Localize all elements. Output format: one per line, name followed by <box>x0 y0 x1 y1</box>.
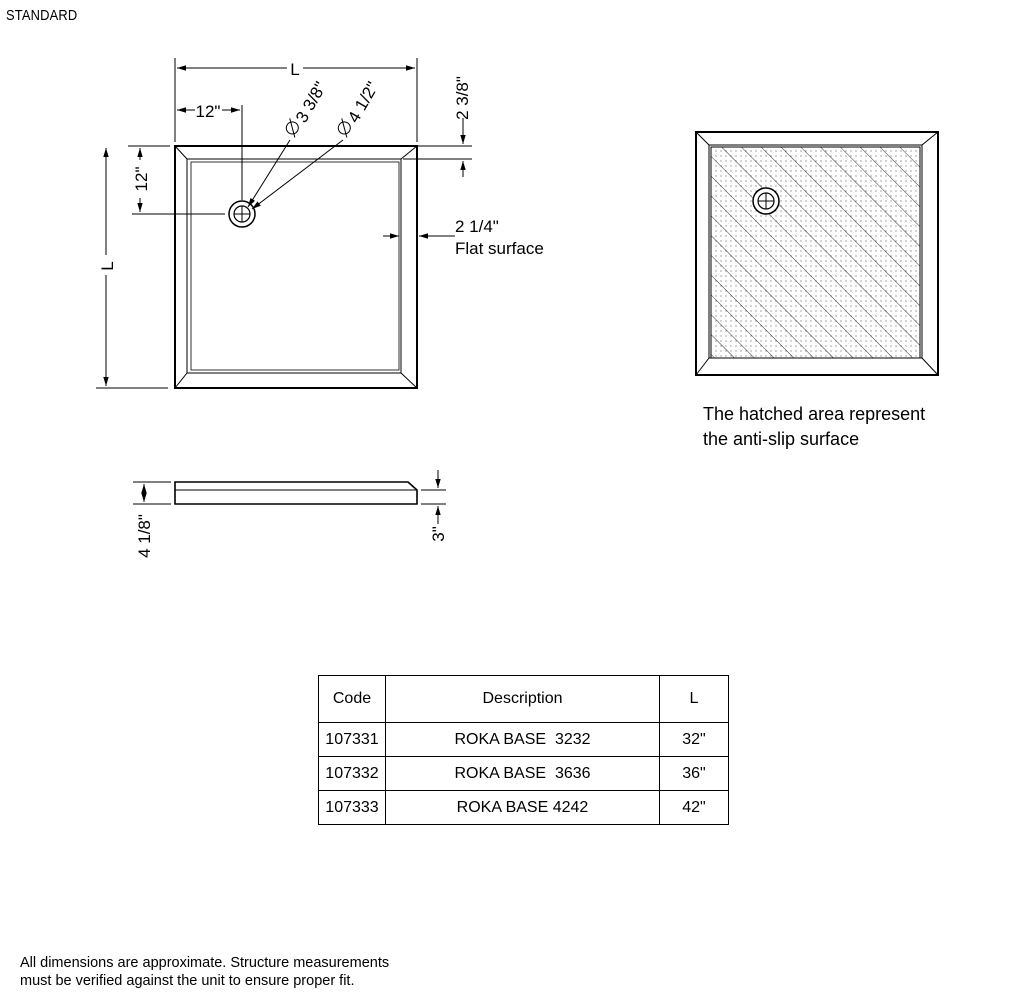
top-view <box>174 145 418 389</box>
dimension-4-1-8 <box>133 481 171 505</box>
anti-slip-view <box>695 131 939 376</box>
side-view <box>174 481 418 505</box>
table-row: 107331 ROKA BASE 3232 32" <box>318 722 729 757</box>
dim-l-top-label: L <box>290 60 299 79</box>
drain-outer-circle <box>228 200 256 228</box>
diameter-callouts <box>247 118 351 210</box>
cell-l: 36" <box>659 756 729 791</box>
anti-slip-note-line1: The hatched area represent <box>703 404 926 424</box>
dimension-3 <box>421 470 446 524</box>
dimension-12-top <box>177 105 243 200</box>
dimension-l-top <box>174 58 418 142</box>
dim-12-side-label: 12" <box>132 167 151 192</box>
dim-4-1-8-label: 4 1/8" <box>135 514 154 558</box>
disclaimer: All dimensions are approximate. Structur… <box>20 954 389 990</box>
table-row: 107332 ROKA BASE 3636 36" <box>318 756 729 791</box>
dimension-12-side <box>128 145 225 215</box>
drawing-title: STANDARD <box>6 7 78 24</box>
cell-code: 107333 <box>318 790 386 825</box>
anti-slip-note-line2: the anti-slip surface <box>703 429 860 449</box>
dim-diam-outer-label: 4 1/2" <box>344 79 382 126</box>
cell-l: 32" <box>659 722 729 757</box>
cell-code: 107332 <box>318 756 386 791</box>
flat-surface-label: Flat surface <box>455 239 544 258</box>
table-row: 107333 ROKA BASE 4242 42" <box>318 790 729 825</box>
disclaimer-line2: must be verified against the unit to ens… <box>20 973 355 989</box>
dimension-l-side <box>96 148 168 389</box>
header-description: Description <box>385 675 660 723</box>
cell-description: ROKA BASE 3232 <box>385 722 660 757</box>
model-table: Code Description L 107331 ROKA BASE 3232… <box>318 675 729 825</box>
table-header-row: Code Description L <box>318 675 729 723</box>
disclaimer-line1: All dimensions are approximate. Structur… <box>20 955 390 971</box>
cell-description: ROKA BASE 4242 <box>385 790 660 825</box>
header-l: L <box>659 675 729 723</box>
technical-drawing: L 12" 12" L 3 3/8" 4 1/2" <box>96 58 939 558</box>
dim-3-label: 3" <box>429 526 448 542</box>
dimension-2-3-8 <box>403 118 472 177</box>
header-code: Code <box>318 675 386 723</box>
cell-description: ROKA BASE 3636 <box>385 756 660 791</box>
dim-2-3-8-label: 2 3/8" <box>453 76 472 120</box>
dim-12-top-label: 12" <box>196 102 221 121</box>
dim-diam-drain-label: 3 3/8" <box>292 79 330 126</box>
dim-l-side-label: L <box>98 261 117 270</box>
cell-code: 107331 <box>318 722 386 757</box>
anti-slip-note: The hatched area represent the anti-slip… <box>703 402 925 452</box>
cell-l: 42" <box>659 790 729 825</box>
dim-2-1-4-label: 2 1/4" <box>455 217 499 236</box>
